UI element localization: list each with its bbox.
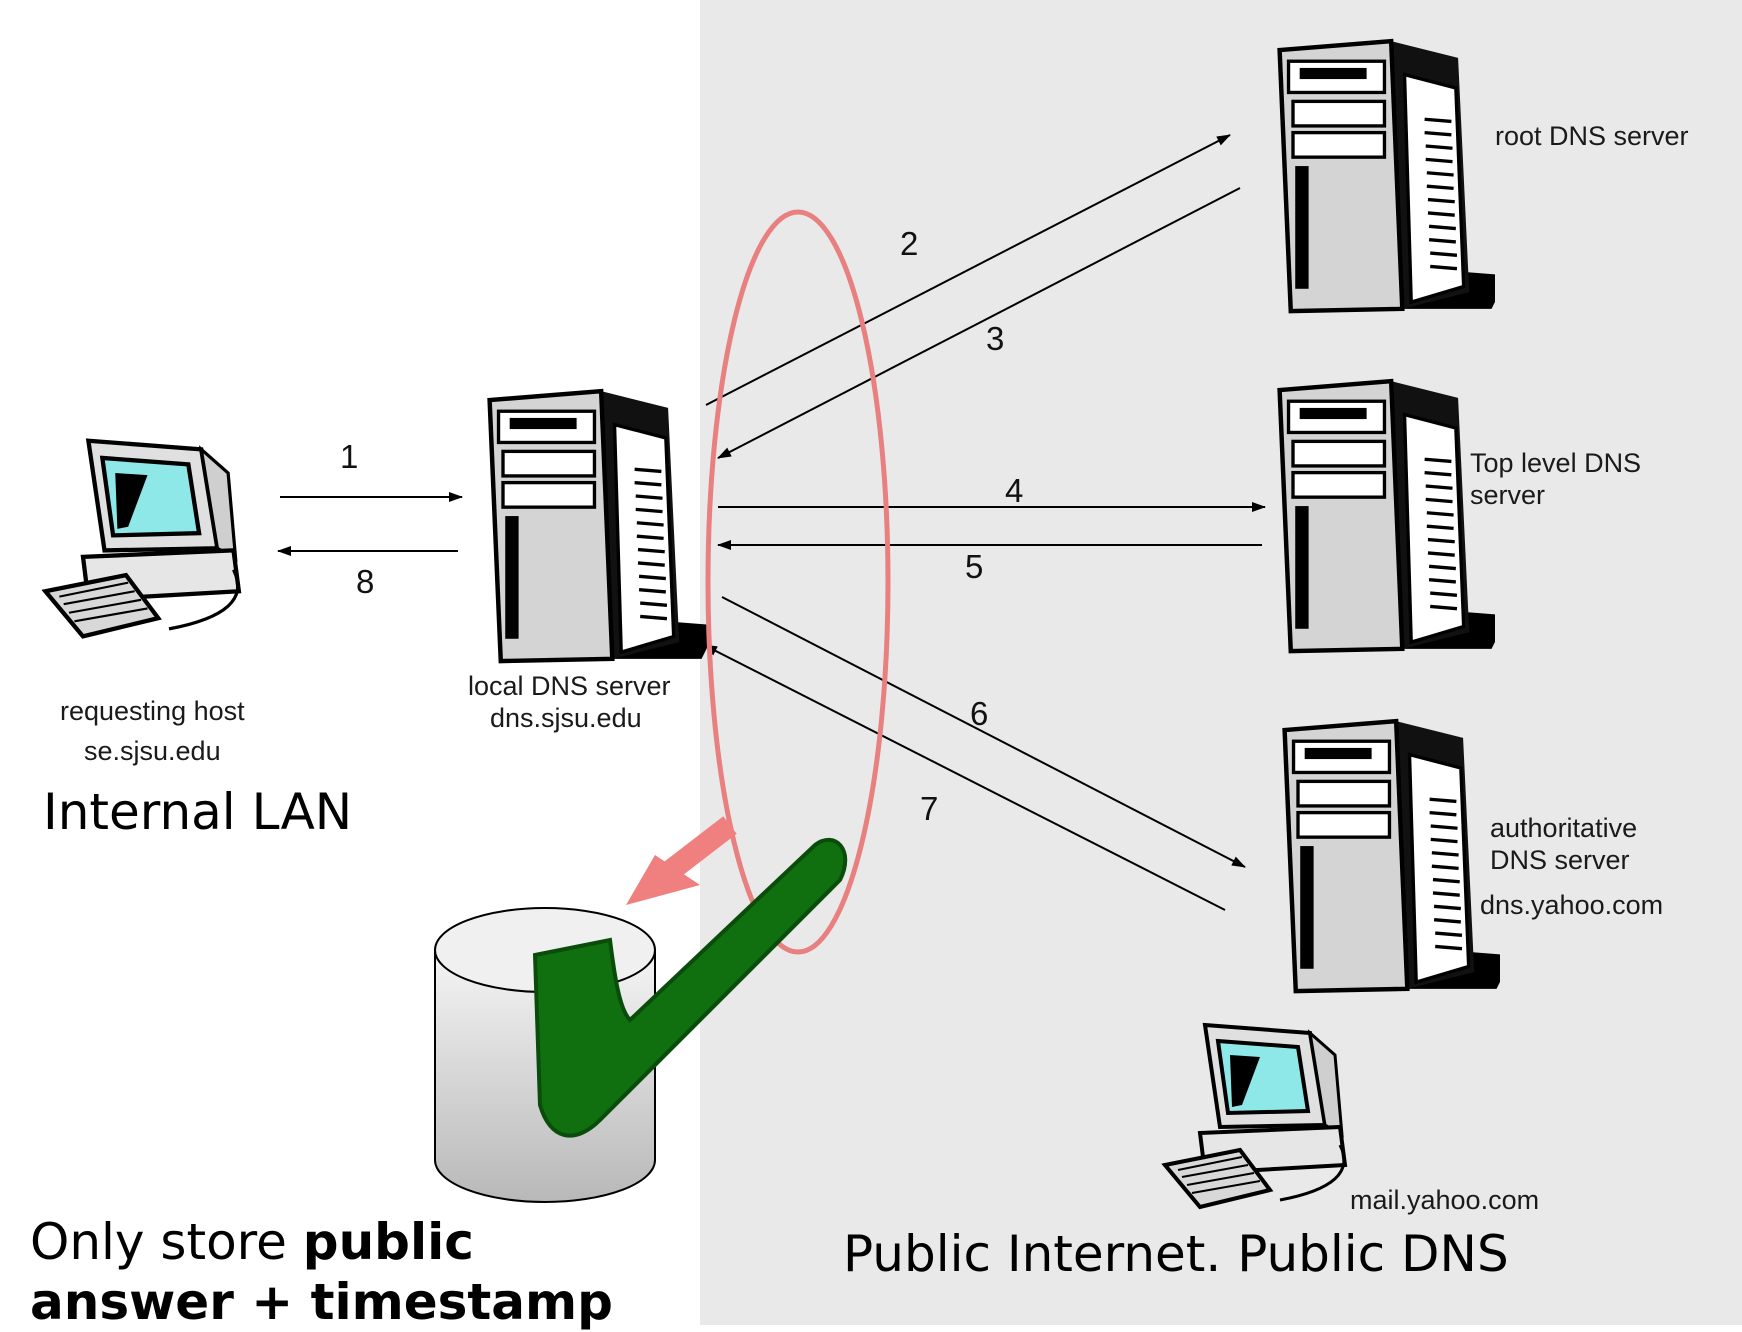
step-5-label: 5 [965,548,984,585]
arrow-step-7 [703,644,1226,911]
mail-host-label: mail.yahoo.com [1350,1185,1540,1215]
highlight-ellipse [705,209,891,955]
requesting-host-label: requesting host se.sjsu.edu [60,695,245,768]
auth-dns-name-line2: DNS server [1490,845,1630,876]
step-6-label: 6 [970,695,989,732]
store-arrow-icon [626,816,737,905]
requesting-host-computer-icon [45,441,239,637]
tld-dns-name-line2: server [1470,480,1546,511]
requesting-host-domain: se.sjsu.edu [84,736,221,767]
tld-dns-name-line1: Top level DNS [1470,448,1642,478]
step-4-label: 4 [1005,472,1024,509]
caption-prefix: Only store [30,1213,303,1271]
public-internet-title: Public Internet. Public DNS [843,1225,1509,1283]
local-dns-server-icon [490,391,719,661]
arrow-step-3 [717,187,1241,459]
root-dns-label: root DNS server [1495,121,1689,151]
local-dns-domain: dns.sjsu.edu [490,703,642,734]
requesting-host-name: requesting host [60,696,245,726]
internal-lan-title: Internal LAN [43,783,353,841]
local-dns-label: local DNS server dns.sjsu.edu [468,670,671,735]
caption: Only store public answer + timestamp [30,1212,613,1332]
step-7-label: 7 [920,790,939,827]
auth-dns-label: authoritative DNS server dns.yahoo.com [1480,812,1663,921]
auth-dns-name-line1: authoritative [1490,813,1638,843]
local-dns-name: local DNS server [468,671,671,701]
arrow-step-2 [705,134,1231,406]
arrow-step-6 [721,596,1246,868]
checkmark-icon [532,838,848,1138]
step-8-label: 8 [356,563,375,600]
step-1-label: 1 [340,438,359,475]
step-3-label: 3 [986,320,1005,357]
caption-line2: answer + timestamp [30,1273,613,1331]
tld-dns-label: Top level DNS server [1470,447,1641,512]
auth-dns-domain: dns.yahoo.com [1480,889,1664,920]
step-2-label: 2 [900,225,919,262]
caption-bold-public: public [302,1213,474,1271]
